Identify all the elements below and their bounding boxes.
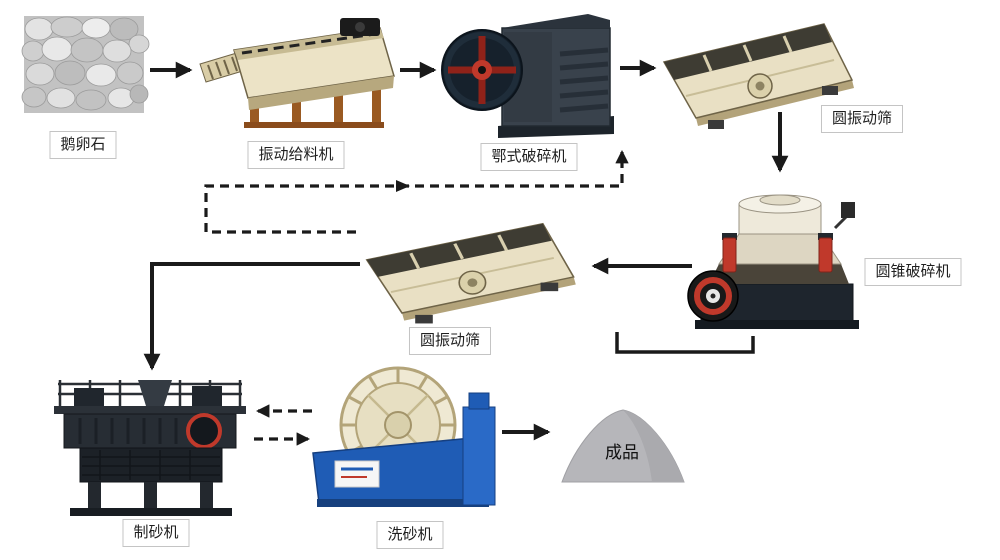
label-sand-maker: 制砂机 xyxy=(122,519,190,547)
sand-making-machine-image xyxy=(54,380,246,516)
dashed-screen-2-return-loop xyxy=(204,149,629,234)
label-vibrating-feeder: 振动给料机 xyxy=(247,141,345,169)
sand-washing-machine-image xyxy=(312,366,496,507)
label-sand-washer: 洗砂机 xyxy=(376,521,444,549)
label-finished-product: 成品 xyxy=(605,443,639,462)
label-cone-crusher: 圆锥破碎机 xyxy=(864,258,962,286)
line-screen-2-cone-recirculation xyxy=(615,332,755,354)
cone-crusher-image xyxy=(687,194,859,329)
arrow-screen-2-to-sand-maker xyxy=(143,262,360,371)
label-jaw-crusher: 鄂式破碎机 xyxy=(480,143,578,171)
dashed-loop-direction-arrowhead xyxy=(396,180,410,192)
jaw-crusher-image xyxy=(441,14,614,138)
dashed-return-arrows xyxy=(204,149,629,446)
vibrating-feeder-image xyxy=(199,18,395,128)
finished-product-pile xyxy=(561,409,685,483)
solid-flow-arrows xyxy=(143,59,789,441)
pebbles-image xyxy=(21,16,150,113)
label-screen-2: 圆振动筛 xyxy=(408,327,492,355)
label-screen-1: 圆振动筛 xyxy=(820,105,904,133)
circular-vibrating-screen-2-image xyxy=(365,222,578,326)
label-pebbles: 鹅卵石 xyxy=(49,131,117,159)
